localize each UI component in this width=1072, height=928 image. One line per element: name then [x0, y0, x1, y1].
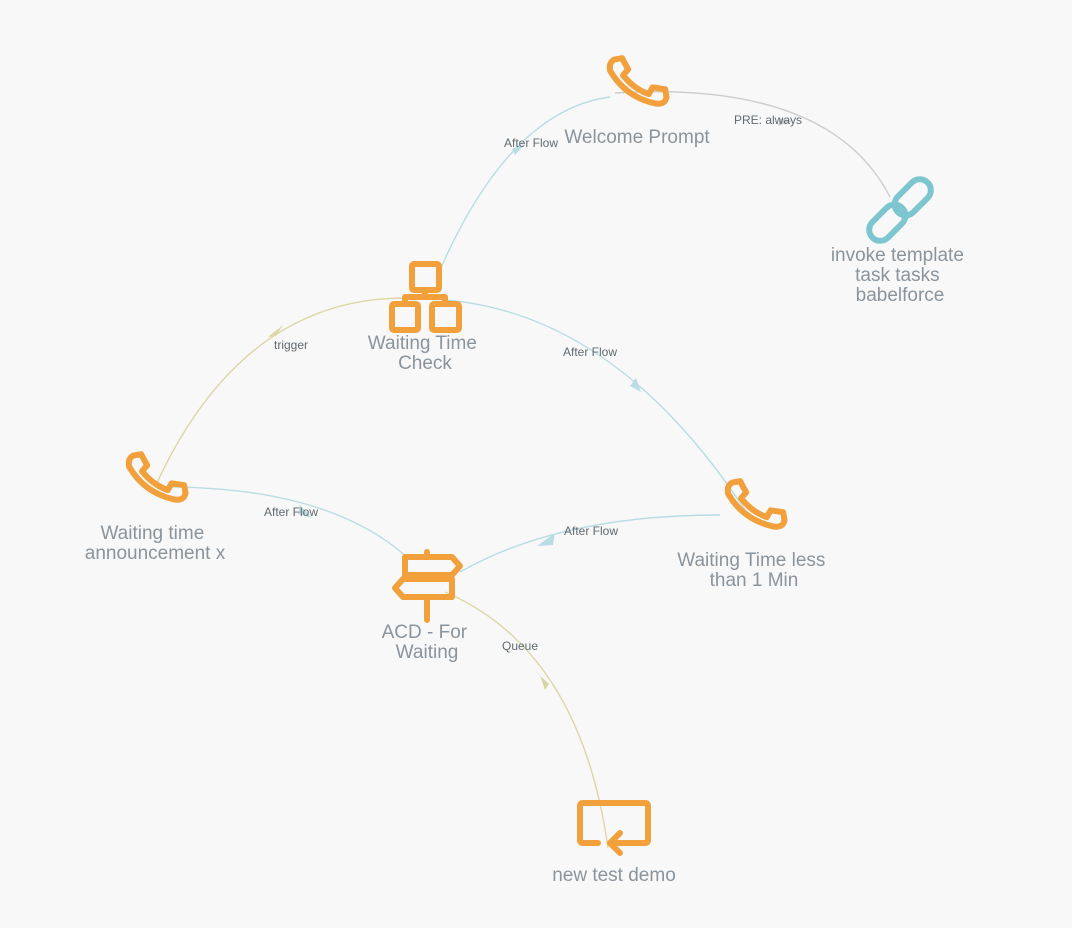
edge-label: After Flow — [563, 345, 617, 359]
node-waiting-time-announcement[interactable]: Waiting time announcement x — [85, 448, 226, 564]
arrow-head-icon — [537, 533, 555, 546]
arrow-head-icon — [630, 378, 641, 392]
node-label: new test demo — [552, 865, 676, 886]
edge-check-to-welcome[interactable]: After Flow — [439, 96, 611, 271]
node-label: Welcome Prompt — [564, 127, 710, 148]
edge-line — [459, 514, 721, 573]
edge-announce-to-check[interactable]: trigger — [154, 297, 403, 488]
edge-acd-to-announce[interactable]: After Flow — [154, 486, 411, 561]
edge-label: After Flow — [564, 524, 618, 538]
node-invoke-template[interactable]: invoke template task tasks babelforce — [831, 175, 969, 306]
node-label: invoke template task tasks babelforce — [831, 245, 969, 306]
edge-label: trigger — [274, 338, 308, 352]
arrow-head-icon — [512, 144, 525, 155]
node-label: Waiting Time Check — [368, 333, 482, 374]
edge-line — [439, 96, 611, 271]
arrow-head-icon — [534, 670, 549, 690]
edge-welcome-to-invoke[interactable]: PRE: always — [614, 91, 891, 198]
edge-label: After Flow — [504, 136, 558, 150]
node-welcome-prompt[interactable]: Welcome Prompt — [564, 52, 710, 148]
edge-less-to-acd[interactable]: After Flow — [459, 514, 721, 573]
edge-line — [444, 591, 609, 849]
phone-icon — [724, 478, 788, 530]
node-acd-for-waiting[interactable]: ACD - For Waiting — [382, 549, 473, 663]
edge-acd-to-demo[interactable]: Queue — [444, 591, 609, 849]
arrow-head-icon — [268, 325, 283, 337]
arrow-head-icon — [778, 118, 792, 126]
node-label: Waiting time announcement x — [85, 523, 226, 564]
edge-line — [154, 297, 403, 488]
link-icon — [866, 176, 934, 244]
signpost-icon — [392, 549, 463, 623]
phone-icon — [125, 451, 189, 503]
phone-icon — [606, 55, 670, 107]
edge-line — [614, 91, 891, 198]
arrow-head-icon — [298, 505, 312, 518]
edge-label: Queue — [502, 639, 538, 653]
edge-line — [154, 486, 411, 561]
node-waiting-time-less[interactable]: Waiting Time less than 1 Min — [677, 475, 830, 591]
node-new-test-demo[interactable]: new test demo — [552, 800, 676, 886]
edge-check-to-less[interactable]: After Flow — [401, 297, 746, 511]
return-icon — [577, 800, 651, 856]
edge-line — [401, 297, 746, 511]
edge-label: PRE: always — [734, 113, 802, 127]
node-label: Waiting Time less than 1 Min — [677, 550, 830, 591]
edge-label: After Flow — [264, 505, 318, 519]
node-label: ACD - For Waiting — [382, 622, 473, 663]
node-waiting-time-check[interactable]: Waiting Time Check — [368, 261, 482, 374]
sitemap-icon — [389, 261, 462, 333]
